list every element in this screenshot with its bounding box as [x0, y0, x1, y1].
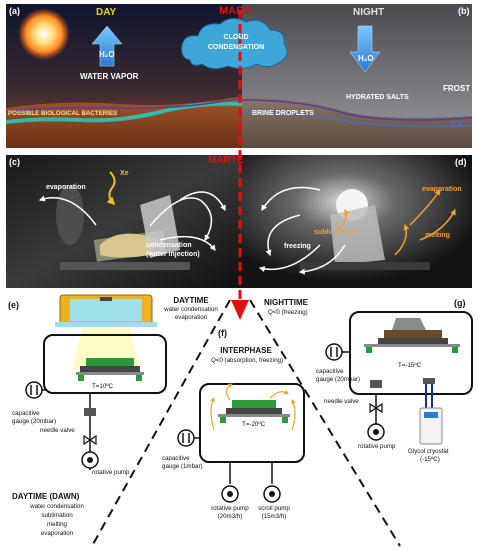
panel-a-label: (a): [9, 6, 20, 16]
dawn-line4: evaporation: [40, 530, 74, 537]
panel-e-label: (e): [8, 300, 19, 310]
f-scroll-pump-line1: scroll pump: [258, 505, 290, 512]
gauge-e-icon: [25, 381, 43, 399]
f-gauge-line1: capacitive: [162, 455, 190, 462]
g-gauge-line1: capacitive: [316, 368, 344, 375]
cloud-line1: CLOUD: [223, 34, 249, 41]
panel-c-photo: [6, 155, 240, 288]
f-temp-label: T=-20ºC: [242, 421, 266, 428]
e-valve-label: needle valve: [40, 427, 75, 434]
chamber-g: [349, 311, 473, 395]
panel-f-schematic: [177, 383, 305, 503]
interphase-title: INTERPHASE: [220, 346, 272, 355]
upward-vapor-arrow: [91, 25, 123, 67]
f-scroll-pump-line2: (15m3/h): [261, 513, 287, 520]
bacteria-label: POSSIBLE BIOLOGICAL BACTERIES: [8, 110, 118, 117]
water-vapor-label: WATER VAPOR: [80, 72, 139, 81]
gauge-f-icon: [177, 429, 195, 447]
panel-d-label: (d): [455, 157, 467, 167]
panel-g-label: (g): [454, 298, 466, 308]
cryostat-line1: Glycol cryostat: [408, 448, 449, 455]
night-title: NIGHT: [353, 7, 385, 18]
dawn-line1: water condensation: [30, 503, 84, 510]
panel-g-schematic: [325, 311, 473, 445]
d-freezing-label: freezing: [284, 243, 311, 250]
e-pump-label: rotative pump: [92, 469, 130, 476]
frost-label: FROST: [443, 84, 471, 93]
mars-title: MARS: [219, 5, 252, 17]
night-molecule: H₂O: [358, 54, 374, 63]
cryostat-line2: (-15ºC): [420, 456, 440, 463]
g-gauge-line2: gauge (20mbar): [316, 376, 361, 383]
panel-b-scene: [241, 4, 473, 148]
marte-title: MARTE: [208, 155, 244, 166]
valve-g-icon: [369, 402, 383, 414]
e-gauge-line1: capacitive: [12, 410, 40, 417]
divider-arrow-head: [231, 300, 249, 320]
cloud-icon: [181, 18, 288, 70]
daytime-line2: evaporation: [174, 314, 208, 321]
e-temp-label: T=10ºC: [92, 383, 114, 390]
day-title: DAY: [96, 7, 117, 18]
interphase-line1: Q<0 (absorption, freezing): [210, 357, 284, 364]
nighttime-title: NIGHTTIME: [264, 298, 308, 307]
brine-droplets-label: BRINE DROPLETS: [252, 110, 314, 117]
panel-c-label: (c): [9, 157, 20, 167]
panel-d-photo: [240, 155, 472, 288]
panel-e-schematic: [25, 294, 167, 470]
sun-icon: [18, 8, 70, 60]
f-rotative-pump-line1: rotative pump: [211, 505, 249, 512]
chamber-e: [43, 334, 167, 394]
interphase-left-edge: [91, 299, 231, 547]
f-gauge-line2: gauge (1mbar): [162, 463, 203, 470]
downward-vapor-arrow: [349, 25, 381, 73]
d-evaporation-label: evaporation: [422, 186, 462, 193]
g-pump-label: rotative pump: [358, 443, 396, 450]
chamber-f: [199, 383, 305, 463]
ice-label: ICE: [450, 120, 464, 129]
d-sublimation-label: sublimation: [314, 229, 354, 236]
interphase-right-edge: [249, 299, 401, 547]
daytime-line1: water condensation: [164, 306, 218, 313]
dawn-line3: melting: [47, 521, 67, 528]
panel-b-label: (b): [458, 6, 470, 16]
g-valve-label: needle valve: [324, 398, 359, 405]
day-molecule: H₂O: [99, 50, 115, 59]
c-evaporation-label: evaporation: [46, 184, 86, 191]
e-gauge-line2: gauge (20mbar): [12, 418, 57, 425]
gauge-g-icon: [325, 343, 343, 361]
daytime-title: DAYTIME: [173, 296, 209, 305]
panel-f-label: (f): [218, 328, 227, 338]
dawn-title: DAYTIME (DAWN): [12, 492, 80, 501]
c-water-injection-label: (water injection): [146, 251, 200, 258]
cloud-line2: CONDENSATION: [207, 44, 265, 51]
g-temp-label: T=-15ºC: [398, 362, 422, 369]
hydrated-salts-label: HYDRATED SALTS: [346, 94, 409, 101]
dawn-line2: sublimation: [41, 512, 73, 519]
d-melting-label: melting: [425, 232, 450, 239]
f-rotative-pump-line2: (20m3/h): [217, 513, 243, 520]
valve-e-icon: [83, 434, 97, 446]
xe-label: Xe: [120, 170, 129, 177]
c-condensation-label: condensation: [146, 242, 192, 249]
nighttime-line1: Q<0 (freezing): [268, 309, 308, 316]
